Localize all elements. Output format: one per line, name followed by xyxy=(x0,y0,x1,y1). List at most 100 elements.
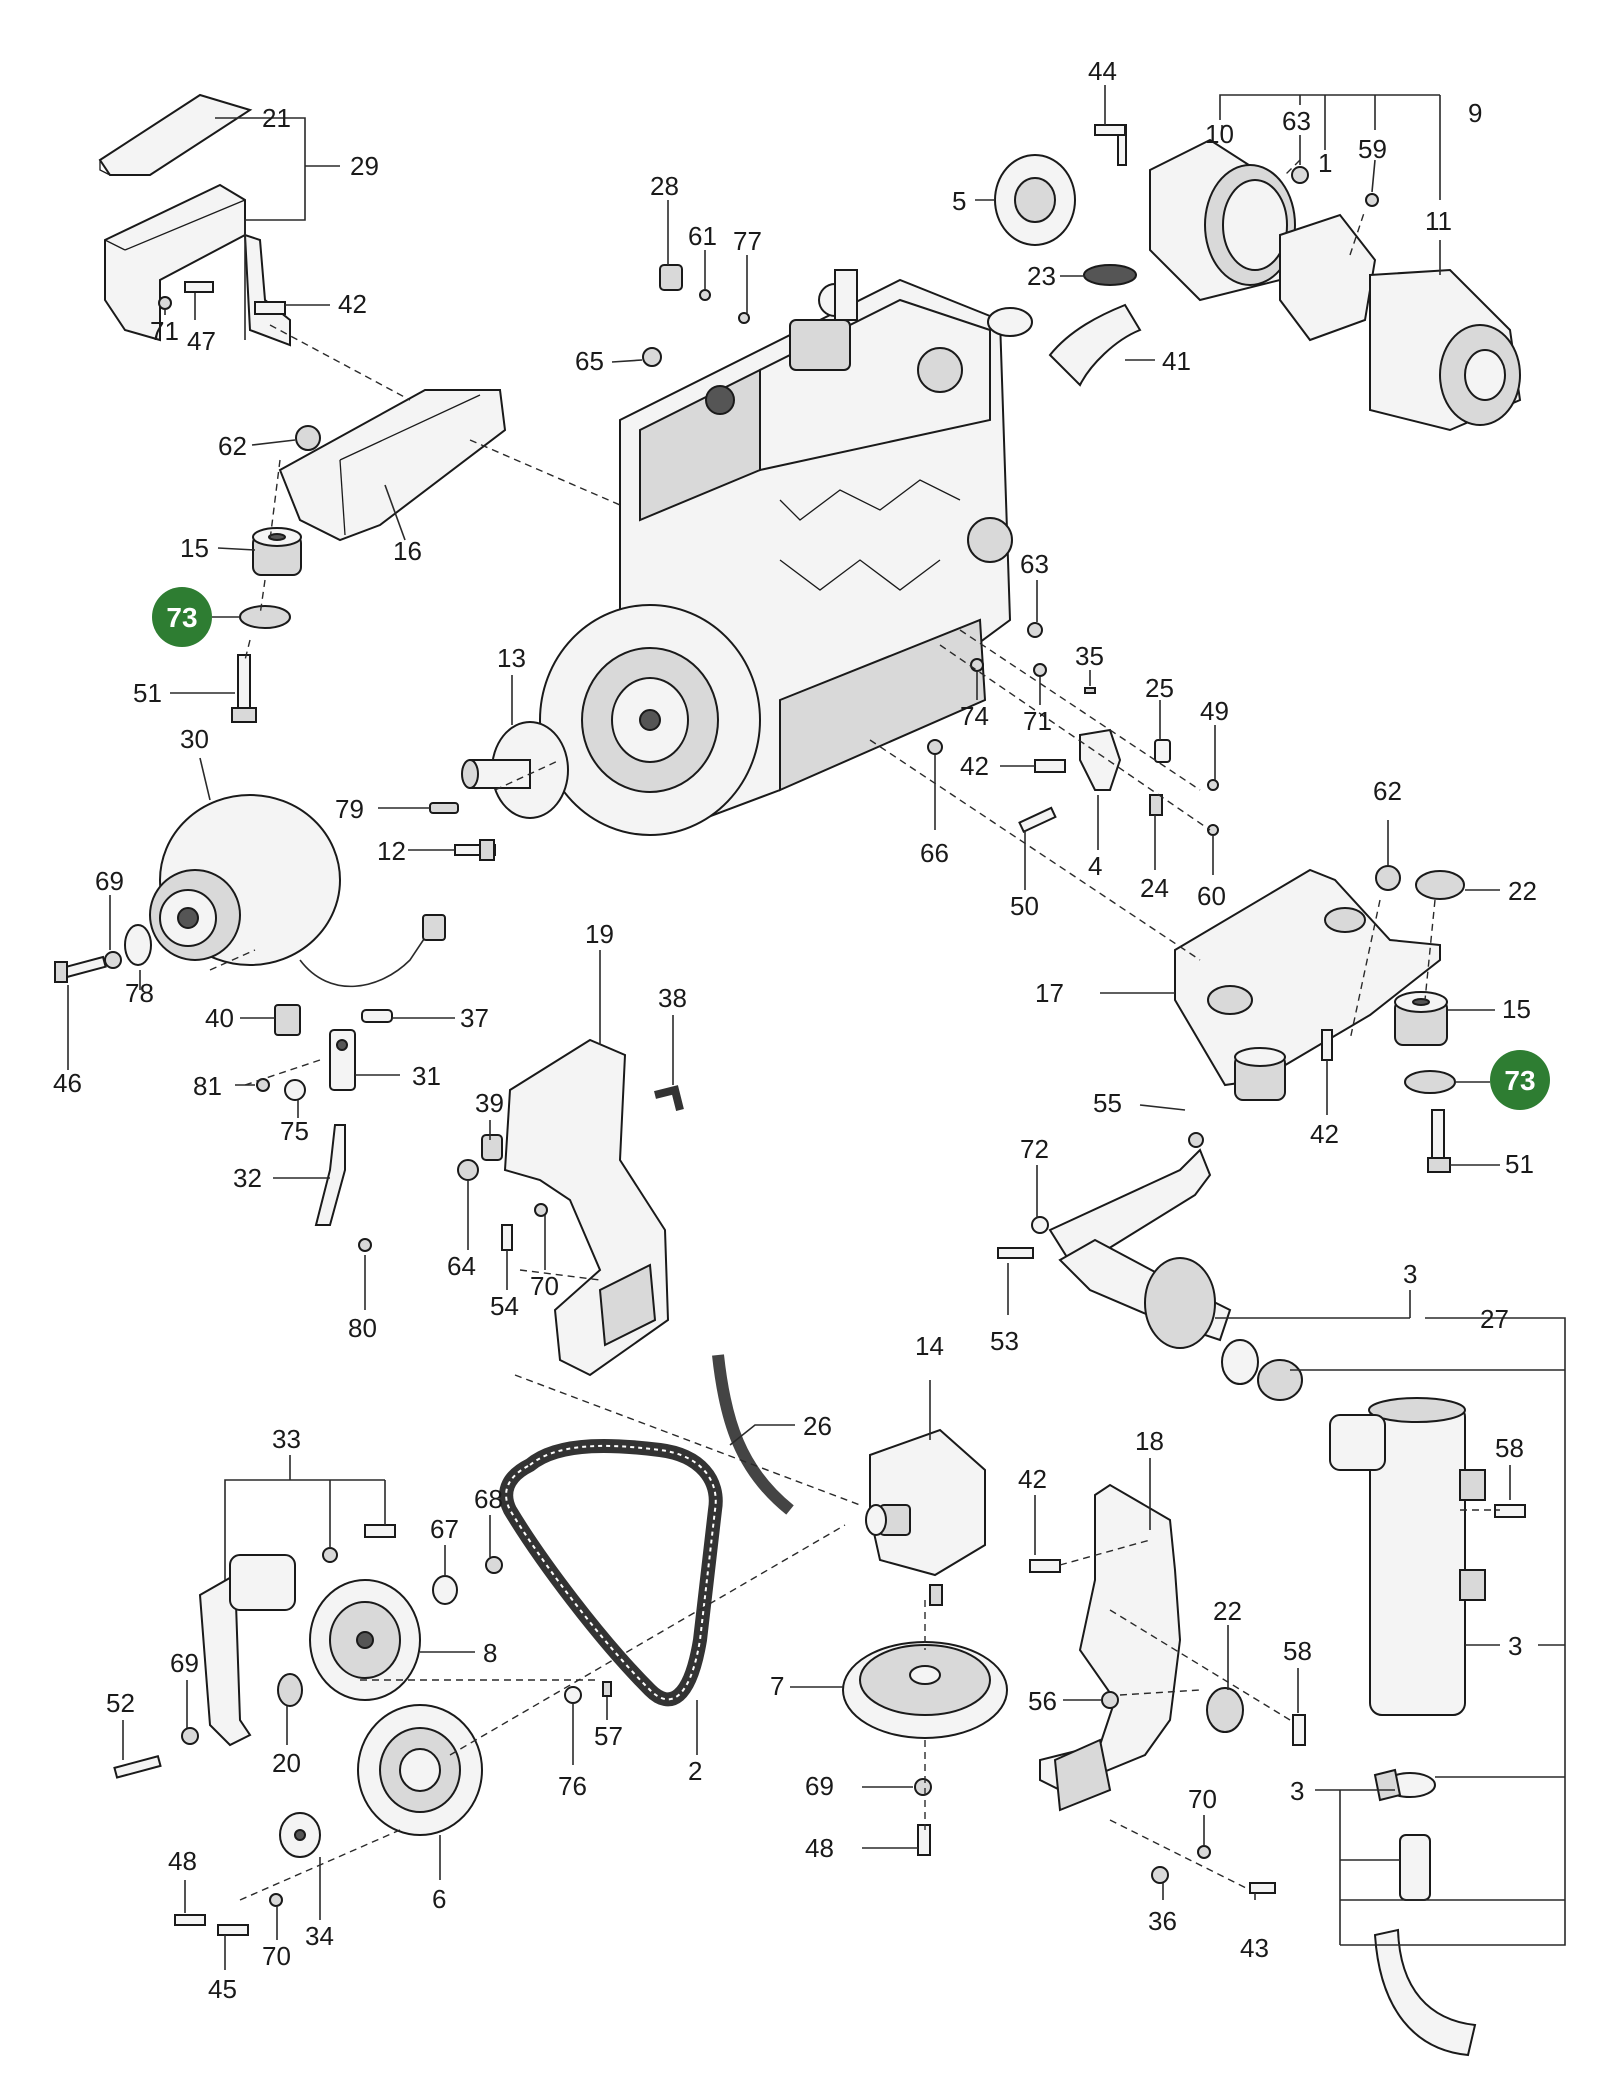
callout-68: 68 xyxy=(474,1484,503,1514)
callout-22b: 22 xyxy=(1213,1596,1242,1626)
callout-55: 55 xyxy=(1093,1088,1122,1118)
part-54-bolt xyxy=(501,1224,513,1251)
callout-44: 44 xyxy=(1088,56,1117,86)
callout-59: 59 xyxy=(1358,134,1387,164)
callout-31: 31 xyxy=(412,1061,441,1091)
callout-50: 50 xyxy=(1010,891,1039,921)
highlight-badge-label: 73 xyxy=(1504,1065,1535,1096)
part-40-clip xyxy=(274,1004,301,1036)
part-64-nut xyxy=(457,1159,479,1181)
part-6-double-pulley xyxy=(357,1704,483,1836)
part-24-clip xyxy=(1149,794,1163,816)
callout-14: 14 xyxy=(915,1331,944,1361)
callout-67: 67 xyxy=(430,1514,459,1544)
part-3-elbow xyxy=(1373,1928,1477,2057)
callout-18: 18 xyxy=(1135,1426,1164,1456)
callout-72: 72 xyxy=(1020,1134,1049,1164)
assembly-lines xyxy=(209,159,1500,1901)
part-15-mount-lower xyxy=(1234,1047,1286,1101)
part-74-washer xyxy=(970,658,984,672)
callout-15: 15 xyxy=(180,533,209,563)
part-31-bracket xyxy=(329,1029,356,1091)
callout-1: 1 xyxy=(1318,148,1332,178)
callout-48b: 48 xyxy=(168,1846,197,1876)
callout-81: 81 xyxy=(193,1071,222,1101)
part-32-arm xyxy=(314,1124,346,1226)
part-73-washer-right xyxy=(1404,1070,1456,1094)
callout-3b: 3 xyxy=(1508,1631,1522,1661)
callout-3c: 3 xyxy=(1290,1776,1304,1806)
highlight-badge-circle xyxy=(1490,1050,1550,1110)
highlight-badge-73-right[interactable]: 73 xyxy=(1490,1050,1550,1110)
callout-75: 75 xyxy=(280,1116,309,1146)
part-3-clamp xyxy=(1373,1768,1436,1802)
callout-19: 19 xyxy=(585,919,614,949)
callout-78: 78 xyxy=(125,978,154,1008)
callout-42b: 42 xyxy=(960,751,989,781)
part-17-bracket xyxy=(1174,868,1441,1087)
callout-23: 23 xyxy=(1027,261,1056,291)
part-77-nut xyxy=(738,312,750,324)
part-53-bolt xyxy=(997,1247,1034,1259)
callout-48: 48 xyxy=(805,1833,834,1863)
callout-38: 38 xyxy=(658,983,687,1013)
highlight-badge-circle xyxy=(152,587,212,647)
callout-61: 61 xyxy=(688,221,717,251)
part-14-gearbox xyxy=(865,1428,986,1606)
callout-69: 69 xyxy=(95,866,124,896)
callout-65: 65 xyxy=(575,346,604,376)
callout-26: 26 xyxy=(803,1411,832,1441)
callout-4: 4 xyxy=(1088,851,1102,881)
callout-5: 5 xyxy=(952,186,966,216)
callout-45: 45 xyxy=(208,1974,237,2004)
callout-8: 8 xyxy=(483,1638,497,1668)
callout-71: 71 xyxy=(150,316,179,346)
part-2-belt xyxy=(499,1438,723,1707)
callout-60: 60 xyxy=(1197,881,1226,911)
highlight-badge-73-left[interactable]: 73 xyxy=(152,587,212,647)
callout-13: 13 xyxy=(497,643,526,673)
part-49-screw xyxy=(1207,779,1219,791)
callout-41: 41 xyxy=(1162,346,1191,376)
part-66-nut xyxy=(927,739,943,755)
part-42-bolt-top xyxy=(254,301,286,315)
part-61-nut xyxy=(699,289,711,301)
part-51-bolt-left xyxy=(231,654,257,723)
callout-79: 79 xyxy=(335,794,364,824)
part-33-tensioner-arm xyxy=(198,1554,296,1747)
part-30-clutch xyxy=(149,794,446,988)
part-45-bolt xyxy=(217,1924,249,1936)
part-3-tube xyxy=(1399,1834,1431,1901)
callout-49: 49 xyxy=(1200,696,1229,726)
callout-51: 51 xyxy=(133,678,162,708)
callout-33: 33 xyxy=(272,1424,301,1454)
callout-30: 30 xyxy=(180,724,209,754)
callout-35: 35 xyxy=(1075,641,1104,671)
exhaust-pipe xyxy=(1048,1148,1303,1401)
callout-29: 29 xyxy=(350,151,379,181)
callout-17: 17 xyxy=(1035,978,1064,1008)
part-70-washer-lower xyxy=(1197,1845,1211,1859)
callout-52: 52 xyxy=(106,1688,135,1718)
part-8-idler xyxy=(309,1579,421,1701)
part-37-pin xyxy=(361,1009,393,1023)
callout-70c: 70 xyxy=(262,1941,291,1971)
part-69-washer xyxy=(104,951,122,969)
part-67-washer xyxy=(432,1575,458,1605)
callout-69b: 69 xyxy=(805,1771,834,1801)
callout-64: 64 xyxy=(447,1251,476,1281)
callout-20: 20 xyxy=(272,1748,301,1778)
part-4-bracket xyxy=(1079,728,1122,791)
part-15-mount-left xyxy=(252,527,302,576)
part-62-nut-left xyxy=(295,425,321,451)
callout-62: 62 xyxy=(218,431,247,461)
callout-63: 63 xyxy=(1282,106,1311,136)
part-16-bracket xyxy=(278,389,507,542)
part-25-fitting xyxy=(1154,739,1171,763)
part-43-bolt xyxy=(1249,1882,1276,1894)
part-71-washer-left xyxy=(158,296,172,310)
part-3-muffler xyxy=(1329,1397,1486,1716)
callout-57: 57 xyxy=(594,1721,623,1751)
part-15-mount-right xyxy=(1394,991,1448,1046)
